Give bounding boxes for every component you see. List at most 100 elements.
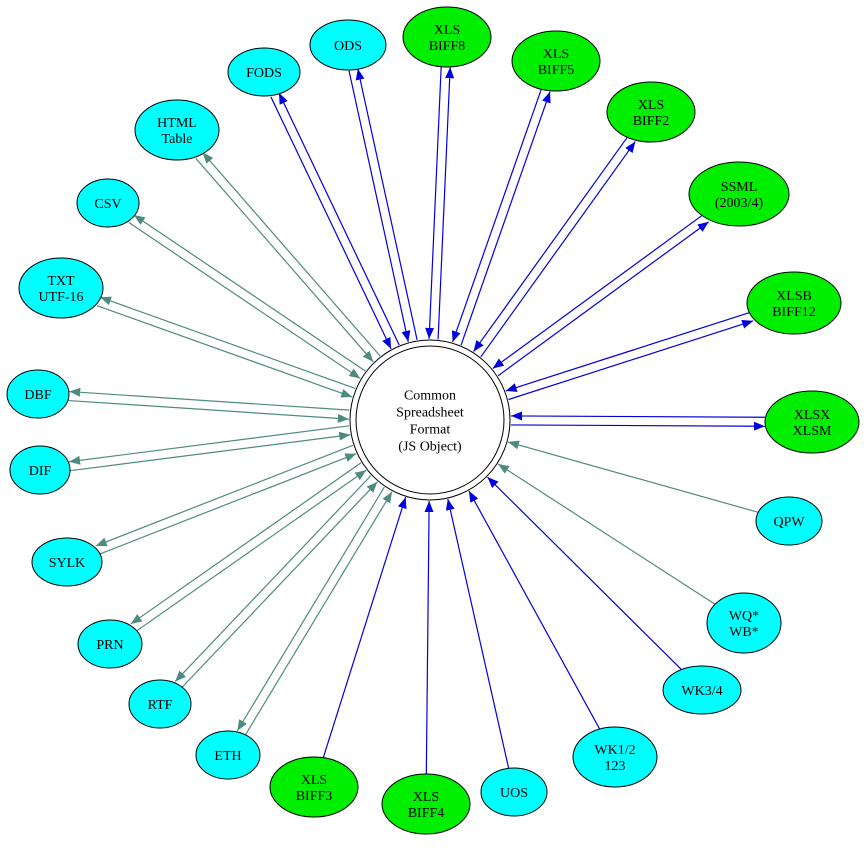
node-ellipse-html [134,99,220,161]
edge-center-to-xls-biff2 [480,141,636,358]
node-fods: FODS [227,47,301,97]
edge-wk34-to-center [487,476,682,671]
node-ellipse-dif [9,445,71,495]
node-wk34: WK3/4 [662,665,742,715]
edge-ssml-to-center [492,213,704,370]
node-label-ssml: SSML(2003/4) [715,180,764,211]
node-ellipse-xls-biff8 [402,6,492,68]
edge-center-to-xlsb [508,319,754,401]
node-label-rtf: RTF [148,698,173,713]
edge-center-to-ods [355,68,418,341]
node-label-prn: PRN [96,638,123,653]
node-ellipse-fods [227,47,301,97]
node-ellipse-dbf [6,369,70,419]
center-inner-circle [355,345,505,495]
edge-xlsb-to-center [505,311,751,392]
node-ellipse-ssml [688,161,790,227]
node-uos: UOS [480,767,548,817]
node-label-dif: DIF [29,464,52,479]
node-ellipse-xlsx [764,390,860,454]
node-ellipse-xls-biff4 [381,773,471,835]
node-label-sylk: SYLK [49,556,86,571]
edge-wq-wb-to-center [497,463,716,605]
node-rtf: RTF [128,679,192,729]
node-ellipse-csv [76,178,140,228]
node-wq-wb: WQ*WB* [706,592,782,654]
node-label-uos: UOS [500,786,528,801]
edge-csv-to-center [128,221,361,379]
edge-center-to-rtf [174,475,372,682]
node-eth: ETH [195,730,261,780]
edge-uos-to-center [445,498,510,769]
edge-xls-biff8-to-center [425,66,442,339]
node-ellipse-xls-biff5 [511,30,601,92]
edge-html-to-center [195,158,374,363]
node-prn: PRN [77,619,143,669]
edge-dif-to-center [70,431,351,472]
node-ellipse-qpw [755,496,823,546]
center-outer-circle [349,339,511,501]
node-ssml: SSML(2003/4) [688,161,790,227]
edge-center-to-xls-biff5 [460,91,551,346]
edge-center-to-prn [130,462,362,625]
node-ellipse-txt [18,257,104,319]
edge-xls-biff3-to-center [322,497,407,758]
node-label-csv: CSV [94,197,121,212]
edge-sylk-to-center [98,453,357,555]
node-label-wq-wb: WQ*WB* [729,609,759,640]
node-ellipse-prn [77,619,143,669]
node-label-fods: FODS [246,66,282,81]
node-dbf: DBF [6,369,70,419]
edge-center-to-eth [236,486,385,732]
edge-center-to-txt [99,296,356,390]
edge-center-to-sylk [95,444,354,547]
node-sylk: SYLK [31,537,103,587]
edge-center-to-dif [68,425,350,465]
edge-center-to-html [202,152,381,357]
node-label-eth: ETH [214,749,241,764]
node-csv: CSV [76,178,140,228]
edge-xlsx-to-center [511,411,766,421]
node-ellipse-xls-biff2 [606,81,696,143]
node-ellipse-uos [480,767,548,817]
node-ellipse-wk12 [572,726,658,788]
node-ellipse-rtf [128,679,192,729]
node-label-ods: ODS [334,39,362,54]
edge-center-to-ssml [497,221,710,377]
edge-dbf-to-center [68,399,349,423]
node-ellipse-wq-wb [706,592,782,654]
node-qpw: QPW [755,496,823,546]
edge-eth-to-center [244,491,393,736]
node-dif: DIF [9,445,71,495]
node-ellipse-sylk [31,537,103,587]
node-ellipse-ods [309,19,387,71]
edge-wk12-to-center [468,490,601,730]
edge-txt-to-center [96,305,353,398]
edge-center-to-xlsx [510,421,765,431]
node-label-qpw: QPW [773,515,805,530]
edge-center-to-fods [278,92,400,346]
edge-xls-biff5-to-center [451,88,543,343]
edge-center-to-xls-biff8 [437,67,455,340]
edge-ods-to-center [348,70,411,342]
node-label-dbf: DBF [24,388,51,403]
